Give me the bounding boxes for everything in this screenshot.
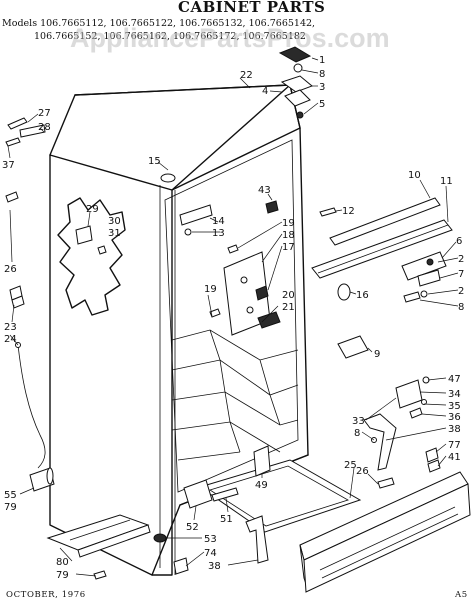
screw-12 [319, 207, 337, 217]
callout-18: 18 [282, 230, 295, 241]
screw-26 [377, 477, 395, 489]
callout-35: 35 [448, 401, 461, 412]
callout-8-right: 8 [458, 302, 464, 313]
leader-lines [7, 57, 459, 577]
footer-date: OCTOBER, 1976 [6, 590, 86, 600]
ring-16 [337, 283, 351, 301]
top-left-hardware [5, 117, 46, 147]
callout-30: 30 [108, 216, 121, 227]
right-hinge-assembly [401, 251, 447, 303]
callout-79-lower: 79 [56, 570, 69, 581]
callout-2-upper: 2 [458, 254, 464, 265]
footer-code: A5 [454, 590, 468, 600]
callout-47: 47 [448, 374, 461, 385]
callout-15: 15 [148, 156, 161, 167]
callout-1: 1 [319, 55, 325, 66]
callout-55: 55 [4, 490, 17, 501]
screw-79 [93, 570, 107, 580]
callout-3: 3 [319, 82, 325, 93]
grille-kickplate [299, 471, 471, 593]
callout-8: 8 [319, 69, 325, 80]
callout-19-lower: 19 [204, 284, 217, 295]
callout-13: 13 [212, 228, 225, 239]
callout-19-upper: 19 [282, 218, 295, 229]
watermark: AppliancePartsPros.com [70, 23, 390, 53]
callout-20: 20 [282, 290, 295, 301]
callout-26-right: 26 [356, 466, 369, 477]
latch-14-13 [179, 204, 213, 236]
callout-37: 37 [2, 160, 15, 171]
callout-53: 53 [204, 534, 217, 545]
callout-9: 9 [374, 349, 380, 360]
plug-15 [160, 173, 176, 183]
callout-43: 43 [258, 185, 271, 196]
callout-49: 49 [255, 480, 268, 491]
bracket-9 [337, 335, 369, 359]
callout-7: 7 [458, 269, 464, 280]
callout-22: 22 [240, 70, 253, 81]
callout-10: 10 [408, 170, 421, 181]
callout-25: 25 [344, 460, 357, 471]
callout-79-upper: 79 [4, 502, 17, 513]
roller-55 [29, 467, 55, 492]
callout-31: 31 [108, 228, 121, 239]
leveling-feet [153, 533, 189, 575]
callout-52: 52 [186, 522, 199, 533]
callout-28: 28 [38, 122, 51, 133]
left-side-hardware [5, 191, 46, 469]
callout-80: 80 [56, 557, 69, 568]
parts-77-41 [425, 447, 441, 473]
callout-23: 23 [4, 322, 17, 333]
side-rail-10-11 [311, 197, 453, 279]
base-rail-80 [46, 514, 151, 558]
callout-41: 41 [448, 452, 461, 463]
callout-12: 12 [342, 206, 355, 217]
callout-5: 5 [319, 99, 325, 110]
models-line-2: 106.7665152, 106.7665162, 106.7665172, 1… [34, 31, 306, 42]
models-line-1: Models 106.7665112, 106.7665122, 106.766… [2, 18, 315, 29]
callout-8-lower: 8 [354, 428, 360, 439]
clip-43 [265, 200, 279, 214]
callout-27: 27 [38, 108, 51, 119]
hinge-bracket-17 [223, 244, 271, 336]
callout-29: 29 [86, 204, 99, 215]
lower-hinge-assembly [363, 376, 430, 471]
parts-52-51 [183, 479, 239, 509]
callout-21: 21 [282, 302, 295, 313]
callout-38-right: 38 [448, 424, 461, 435]
callout-11: 11 [440, 176, 453, 187]
hinge-38 [245, 515, 269, 564]
top-hinge-assembly [278, 46, 313, 119]
callout-77: 77 [448, 440, 461, 451]
callout-14: 14 [212, 216, 225, 227]
callout-36: 36 [448, 412, 461, 423]
callout-51: 51 [220, 514, 233, 525]
callout-2-lower: 2 [458, 286, 464, 297]
callout-34: 34 [448, 389, 461, 400]
callout-74: 74 [204, 548, 217, 559]
callout-6: 6 [456, 236, 462, 247]
callout-33: 33 [352, 416, 365, 427]
callout-17: 17 [282, 242, 295, 253]
callout-26-left: 26 [4, 264, 17, 275]
bracket-29 [75, 225, 107, 255]
callout-16: 16 [356, 290, 369, 301]
callout-labels: 1 8 3 4 5 22 27 28 37 15 43 10 11 29 30 … [2, 55, 464, 581]
callout-4: 4 [262, 86, 268, 97]
diagram-title: CABINET PARTS [178, 0, 325, 16]
callout-24: 24 [4, 334, 17, 345]
callout-38-lower: 38 [208, 561, 221, 572]
part-49 [253, 445, 271, 477]
